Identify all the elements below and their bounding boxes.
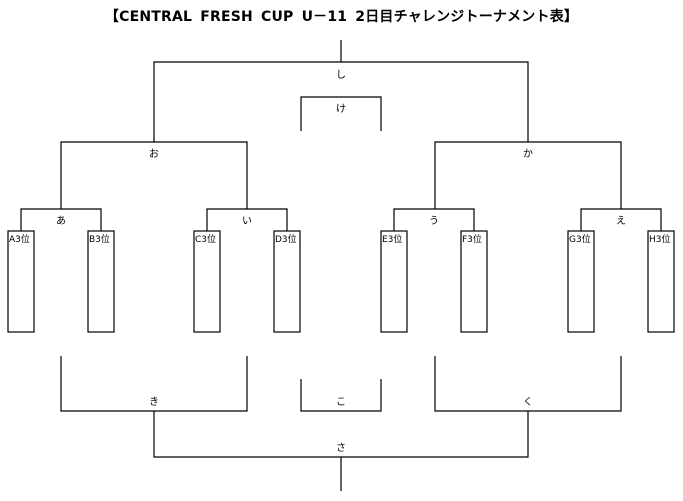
- team-label-b3: B3位: [89, 233, 110, 245]
- lower-bracket-lines: [60, 356, 622, 491]
- team-label-h3: H3位: [649, 233, 671, 245]
- team-label-g3: G3位: [569, 233, 591, 245]
- team-box-h3: [647, 230, 675, 333]
- team-label-d3: D3位: [275, 233, 297, 245]
- match-label-ku: く: [523, 397, 533, 408]
- team-box-d3: [273, 230, 301, 333]
- team-box-g3: [567, 230, 595, 333]
- match-labels: し け お か あ い う え き こ く さ: [56, 69, 626, 454]
- match-label-u: う: [429, 215, 439, 227]
- team-box-e3: [380, 230, 408, 333]
- team-box-a3: [7, 230, 35, 333]
- match-label-ki: き: [149, 396, 159, 408]
- team-label-f3: F3位: [462, 233, 482, 245]
- match-label-ka: か: [523, 148, 533, 160]
- match-label-a: あ: [56, 215, 66, 227]
- team-label-e3: E3位: [382, 233, 402, 245]
- team-box-b3: [87, 230, 115, 333]
- match-label-e: え: [616, 215, 626, 227]
- match-label-o: お: [149, 148, 159, 160]
- team-label-c3: C3位: [195, 233, 216, 245]
- match-label-shi: し: [336, 69, 346, 81]
- team-box-f3: [460, 230, 488, 333]
- upper-bracket-lines: [20, 40, 662, 231]
- match-label-sa: さ: [336, 442, 346, 454]
- team-label-a3: A3位: [9, 233, 30, 245]
- team-labels: A3位 B3位 C3位 D3位 E3位 F3位 G3位 H3位: [9, 233, 671, 245]
- page-title: 【CENTRAL FRESH CUP U－11 2日目チャレンジトーナメント表】: [104, 9, 579, 25]
- team-box-c3: [193, 230, 221, 333]
- match-label-i: い: [242, 216, 252, 227]
- team-boxes: [7, 230, 675, 333]
- match-label-ko: こ: [336, 397, 346, 408]
- match-label-ke: け: [336, 103, 346, 115]
